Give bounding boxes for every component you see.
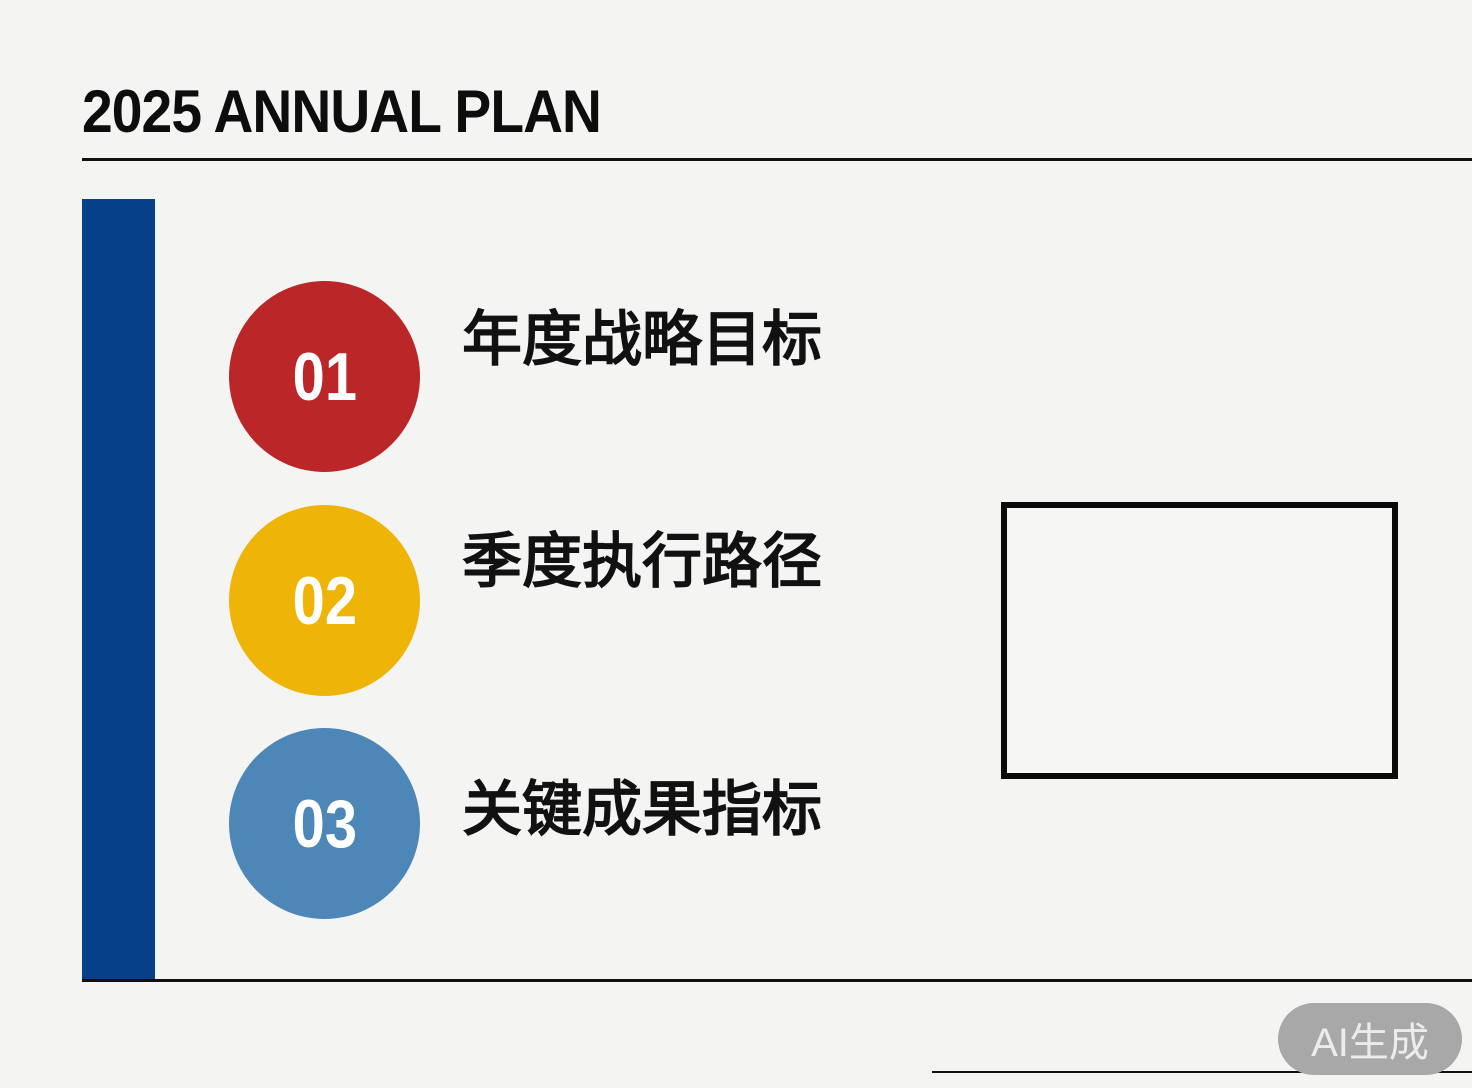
item-label: 年度战略目标	[462, 306, 822, 373]
ai-generated-watermark: AI生成	[1278, 1003, 1462, 1075]
item-number: 02	[292, 562, 357, 639]
number-badge-3: 03	[229, 728, 420, 919]
image-placeholder-frame	[1001, 502, 1398, 779]
item-number: 01	[292, 338, 357, 415]
item-number: 03	[292, 785, 357, 862]
footer-line	[932, 1071, 1472, 1073]
slide-title: 2025 ANNUAL PLAN	[82, 78, 602, 145]
agenda-item-2: 02 季度执行路径	[229, 505, 929, 697]
number-badge-1: 01	[229, 281, 420, 472]
bottom-divider	[82, 979, 1472, 982]
agenda-item-1: 01 年度战略目标	[229, 281, 929, 473]
title-divider	[82, 158, 1472, 161]
agenda-item-3: 03 关键成果指标	[229, 728, 929, 920]
number-badge-2: 02	[229, 505, 420, 696]
accent-bar	[82, 199, 155, 979]
item-label: 季度执行路径	[462, 528, 822, 595]
item-label: 关键成果指标	[462, 776, 822, 843]
